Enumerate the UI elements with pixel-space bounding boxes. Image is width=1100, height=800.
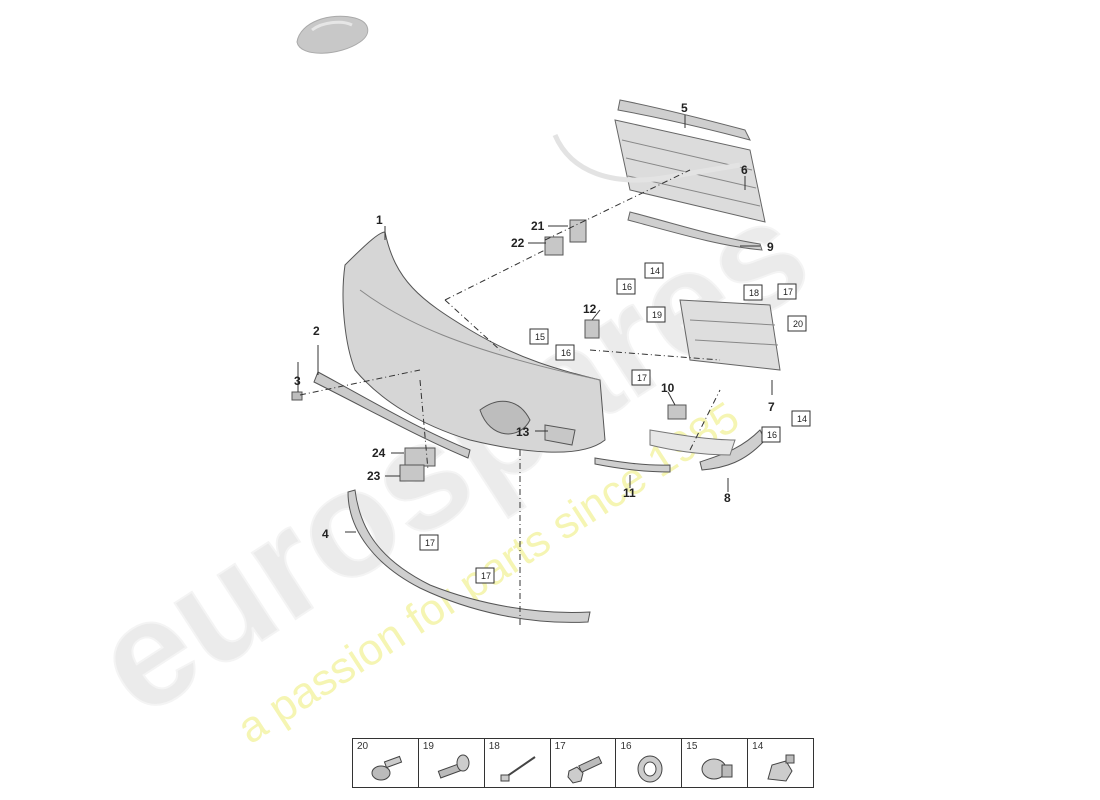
legend-item-17[interactable]: 17 <box>551 739 617 787</box>
hex-bolt-icon <box>567 755 602 784</box>
bumper-carrier <box>679 299 781 371</box>
boxed-ref-frame <box>761 426 781 443</box>
legend-number: 15 <box>686 741 698 752</box>
expansion-rivet-icon <box>437 754 470 779</box>
boxed-ref-14: 14 <box>797 414 807 424</box>
callout-3: 3 <box>294 374 301 388</box>
sensor-clip-icon <box>767 754 795 782</box>
callout-1: 1 <box>376 213 383 227</box>
callout-6: 6 <box>741 163 748 177</box>
boxed-ref-frame <box>743 284 763 301</box>
boxed-ref-14: 14 <box>650 266 660 276</box>
legend-item-18[interactable]: 18 <box>485 739 551 787</box>
callout-5: 5 <box>681 101 688 115</box>
clip-22 <box>544 236 564 256</box>
duct-bracket <box>649 429 736 456</box>
callout-4: 4 <box>322 527 329 541</box>
callout-22: 22 <box>511 236 525 250</box>
boxed-ref-16: 16 <box>561 348 571 358</box>
boxed-ref-frame <box>616 278 636 295</box>
boxed-ref-15: 15 <box>535 332 545 342</box>
callout-2: 2 <box>313 324 320 338</box>
legend-number: 18 <box>488 741 500 752</box>
legend-item-19[interactable]: 19 <box>419 739 485 787</box>
spring-nut-icon <box>637 755 663 783</box>
boxed-ref-frame <box>529 328 549 345</box>
guide-lines <box>299 169 721 625</box>
leader-lines <box>297 115 773 533</box>
boxed-ref-17: 17 <box>783 287 793 297</box>
sensor-holder-icon <box>701 758 733 780</box>
callout-13: 13 <box>516 425 530 439</box>
legend-number: 20 <box>357 741 369 752</box>
callout-10: 10 <box>661 381 675 395</box>
boxed-ref-frame <box>555 344 575 361</box>
boxed-ref-17: 17 <box>425 538 435 548</box>
boxed-ref-frame <box>475 567 495 584</box>
legend-number: 14 <box>752 741 764 752</box>
legend-item-14[interactable]: 14 <box>748 739 813 787</box>
boxed-ref-frame <box>791 410 811 427</box>
boxed-ref-17: 17 <box>481 571 491 581</box>
boxed-reference-labels: 14 16 15 16 17 18 17 19 20 14 16 17 17 <box>425 266 807 581</box>
legend-item-16[interactable]: 16 <box>616 739 683 787</box>
cable-tie-icon <box>500 756 536 782</box>
legend-number: 17 <box>554 741 566 752</box>
callout-12: 12 <box>583 302 597 316</box>
callout-8: 8 <box>724 491 731 505</box>
lower-spoiler <box>313 371 471 459</box>
callout-21: 21 <box>531 219 545 233</box>
callout-24: 24 <box>372 446 386 460</box>
clip-nut-icon <box>371 755 403 781</box>
boxed-ref-20: 20 <box>793 319 803 329</box>
upper-grille <box>617 99 751 141</box>
grille-outline-ghost <box>552 133 741 183</box>
lower-grille-insert <box>594 457 671 473</box>
boxed-ref-frame <box>644 262 664 279</box>
legend-item-15[interactable]: 15 <box>682 739 749 787</box>
callout-labels: 1 2 3 4 5 6 7 8 9 10 11 12 13 21 22 23 2… <box>294 101 775 541</box>
front-lip <box>347 489 591 623</box>
trim-strip <box>627 211 763 251</box>
fastener-legend: 20 19 18 17 16 15 14 <box>352 738 814 788</box>
callout-11: 11 <box>623 486 636 500</box>
clip-part <box>291 391 303 401</box>
legend-item-20[interactable]: 20 <box>353 739 419 787</box>
callout-9: 9 <box>767 240 774 254</box>
legend-number: 19 <box>422 741 434 752</box>
boxed-ref-frame <box>419 534 439 551</box>
sensor-23 <box>399 464 425 482</box>
boxed-ref-frame <box>646 306 666 323</box>
clip-12 <box>584 319 600 339</box>
boxed-ref-16: 16 <box>622 282 632 292</box>
bumper-cover <box>342 231 606 453</box>
boxed-references <box>419 262 811 584</box>
mount-bracket <box>667 404 687 420</box>
boxed-ref-19: 19 <box>652 310 662 320</box>
boxed-ref-frame <box>777 283 797 300</box>
boxed-ref-16: 16 <box>767 430 777 440</box>
boxed-ref-17: 17 <box>637 373 647 383</box>
boxed-ref-frame <box>787 315 807 332</box>
callout-7: 7 <box>768 400 775 414</box>
sensor-24 <box>404 447 436 467</box>
clip-21 <box>569 219 587 243</box>
legend-number: 16 <box>620 741 632 752</box>
vehicle-thumbnail-icon <box>296 15 369 54</box>
boxed-ref-18: 18 <box>749 288 759 298</box>
callout-23: 23 <box>367 469 381 483</box>
boxed-ref-frame <box>631 369 651 386</box>
